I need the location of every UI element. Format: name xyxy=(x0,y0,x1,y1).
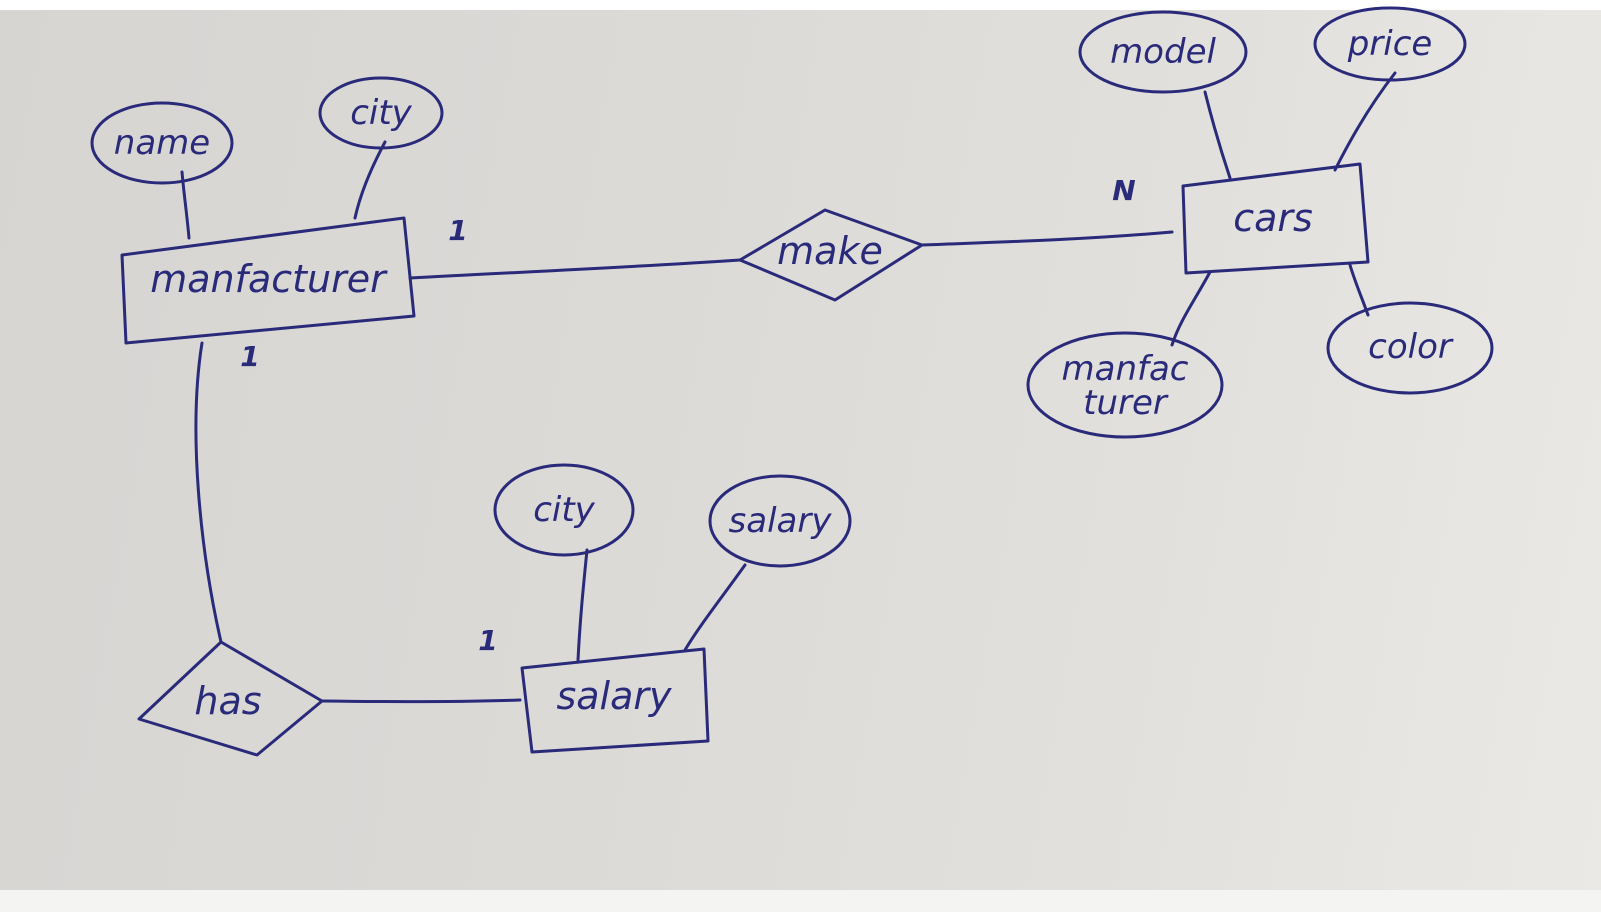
paper-background xyxy=(0,10,1601,890)
card-manufacturer-make: 1 xyxy=(448,214,467,247)
entity-salary-label: salary xyxy=(556,674,672,718)
line-salaryattr-salary xyxy=(683,563,747,652)
attr-model-ellipse xyxy=(1078,10,1248,94)
attr-salary-salary-label: salary xyxy=(729,501,833,541)
line-model-cars xyxy=(1203,90,1232,180)
attr-salary-city-ellipse xyxy=(493,463,635,557)
line-name-manufacturer xyxy=(180,170,191,240)
entities: manfacturer cars salary xyxy=(120,162,1370,754)
entity-salary-box xyxy=(520,647,710,754)
attributes: name city model price manfac turer color… xyxy=(90,6,1494,568)
line-make-cars xyxy=(920,230,1174,247)
line-cars-manufacturer-attr xyxy=(1170,270,1212,347)
entity-cars-label: cars xyxy=(1233,196,1313,240)
card-cars-make: N xyxy=(1112,174,1135,207)
entity-manufacturer-label: manfacturer xyxy=(150,257,388,301)
entity-manufacturer-box xyxy=(120,216,416,345)
attr-manufacturer-label-line2: turer xyxy=(1083,383,1169,423)
attr-salary-salary-ellipse xyxy=(708,474,852,568)
attr-city-label: city xyxy=(350,93,412,133)
line-manufacturer-make xyxy=(408,258,742,280)
line-manufacturer-has xyxy=(194,341,223,644)
attr-color-label: color xyxy=(1368,327,1454,367)
rel-make-label: make xyxy=(777,229,883,273)
attr-manufacturer-label-line1: manfac xyxy=(1061,349,1188,389)
line-price-cars xyxy=(1333,71,1397,172)
connectors xyxy=(180,71,1397,704)
cardinalities: 1 N 1 1 xyxy=(240,174,1135,657)
line-has-salary xyxy=(320,698,522,704)
attr-salary-city-label: city xyxy=(533,490,595,530)
entity-cars-box xyxy=(1181,162,1370,275)
line-city-manufacturer xyxy=(353,140,387,220)
attr-price-ellipse xyxy=(1313,6,1467,82)
card-manufacturer-has: 1 xyxy=(240,340,259,373)
attr-name-ellipse xyxy=(90,101,234,185)
rel-make-diamond xyxy=(738,208,924,302)
rel-has-diamond xyxy=(137,640,324,757)
attr-name-label: name xyxy=(114,123,210,163)
attr-color-ellipse xyxy=(1326,301,1494,395)
line-cityattr-salary xyxy=(576,548,589,662)
line-cars-color xyxy=(1348,263,1370,317)
attr-city-ellipse xyxy=(318,76,444,150)
attr-model-label: model xyxy=(1110,32,1216,72)
card-salary-has: 1 xyxy=(478,624,497,657)
relationships: make has xyxy=(137,208,924,757)
bottom-strip xyxy=(0,890,1601,912)
attr-price-label: price xyxy=(1347,24,1433,64)
attr-manufacturer-ellipse xyxy=(1026,331,1224,439)
rel-has-label: has xyxy=(194,679,261,723)
